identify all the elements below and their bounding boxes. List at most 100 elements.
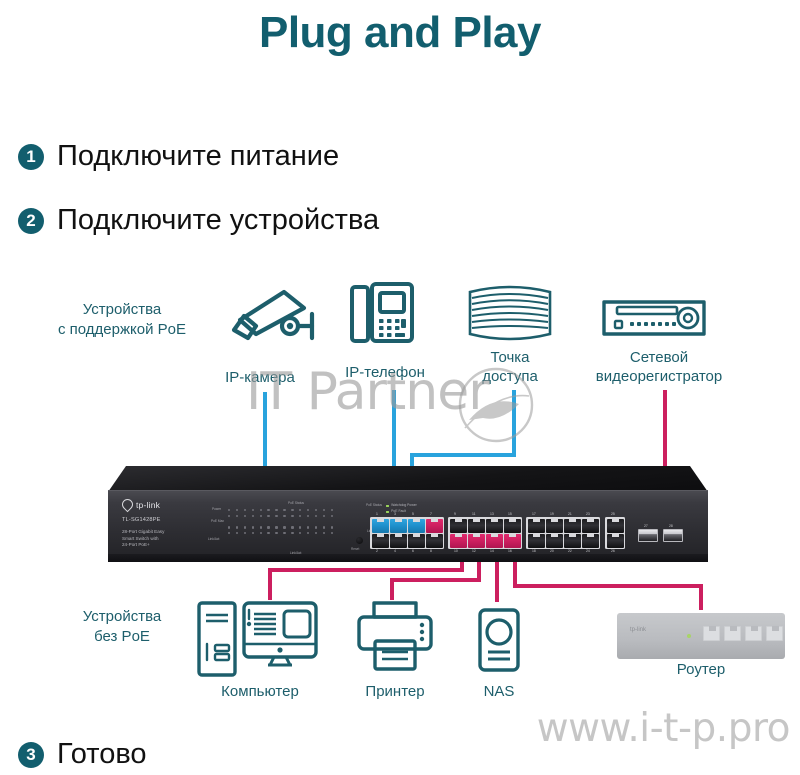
led-row: [228, 514, 363, 518]
led-group-label-links: Link/Act: [290, 551, 302, 555]
port-2[interactable]: [371, 533, 389, 548]
switch-description: 28-Port Gigabit Easy Smart Switch with 2…: [122, 529, 192, 549]
port-14[interactable]: [485, 533, 503, 548]
label-ip-phone: IP-телефон: [345, 364, 425, 381]
port-5[interactable]: [407, 518, 425, 533]
port-number: 17: [532, 512, 536, 516]
step-1: 1 Подключите питание: [18, 140, 339, 173]
port-pair-25-26: [606, 518, 624, 548]
sfp-port-27[interactable]: [638, 529, 658, 542]
router-port-2[interactable]: [724, 626, 741, 641]
port-8[interactable]: [425, 533, 443, 548]
port-10[interactable]: [449, 533, 467, 548]
port-number: 12: [472, 549, 476, 553]
port-number: 8: [430, 549, 432, 553]
sfp-number: 27: [644, 524, 648, 528]
port-number: 16: [508, 549, 512, 553]
port-4[interactable]: [389, 533, 407, 548]
led-row: [228, 509, 363, 512]
router-status-led-icon: [687, 634, 691, 638]
step-1-badge: 1: [18, 143, 44, 170]
step-1-label: Подключите питание: [57, 140, 340, 172]
nonpoe-caption-line2: без PoE: [94, 628, 150, 646]
port-22[interactable]: [563, 533, 581, 548]
switch-led-matrix: [228, 509, 363, 538]
router-port-3[interactable]: [745, 626, 762, 641]
port-13[interactable]: [485, 518, 503, 533]
port-9[interactable]: [449, 518, 467, 533]
reset-button-label: Reset: [351, 547, 360, 551]
port-number: 5: [412, 512, 414, 516]
label-printer: Принтер: [365, 683, 425, 700]
nas-icon: [478, 608, 520, 672]
poe-caption-line1: Устройства: [82, 301, 162, 318]
port-number: 9: [454, 512, 456, 516]
port-number: 19: [550, 512, 554, 516]
led-row: [228, 526, 363, 529]
step-3: 3 Готово: [18, 738, 147, 771]
step-3-label: Готово: [57, 738, 147, 770]
port-1[interactable]: [371, 518, 389, 533]
tp-link-logo-icon: [119, 496, 136, 513]
port-pair-5-6: [407, 518, 425, 548]
poe-caption-line2: с поддержкой PoE: [58, 321, 186, 339]
poe-devices-caption: Устройства с поддержкой PoE: [42, 300, 202, 341]
router-icon: tp-link: [617, 613, 785, 659]
port-17[interactable]: [527, 518, 545, 533]
port-number: 13: [490, 512, 494, 516]
port-26[interactable]: [606, 533, 624, 548]
port-12[interactable]: [467, 533, 485, 548]
sfp-port-28[interactable]: [663, 529, 683, 542]
port-pair-1-2: [371, 518, 389, 548]
port-20[interactable]: [545, 533, 563, 548]
reset-button[interactable]: [356, 537, 363, 544]
led-row: [228, 531, 363, 535]
port-15[interactable]: [503, 518, 521, 533]
watermark-url: www.i-t-p.pro: [536, 706, 791, 751]
port-pair-9-10: [449, 518, 467, 548]
router-port-4[interactable]: [766, 626, 783, 641]
port-23[interactable]: [581, 518, 599, 533]
port-11[interactable]: [467, 518, 485, 533]
port-group-25-26: [605, 517, 625, 549]
label-nvr-line1: Сетевой: [629, 349, 689, 366]
port-3[interactable]: [389, 518, 407, 533]
router-port-1[interactable]: [703, 626, 720, 641]
port-19[interactable]: [545, 518, 563, 533]
watermark-logo-icon: [458, 367, 534, 443]
step-2-label: Подключите устройства: [57, 204, 380, 236]
port-18[interactable]: [527, 533, 545, 548]
step-2-badge: 2: [18, 207, 44, 234]
ip-camera-icon: [231, 289, 315, 341]
port-number: 15: [508, 512, 512, 516]
router-port-group: [703, 626, 783, 641]
port-24[interactable]: [581, 533, 599, 548]
step-2: 2 Подключите устройства: [18, 204, 379, 237]
led-row-label-power: Power: [212, 507, 222, 511]
legend-text: Watchdog Power: [391, 503, 417, 507]
led-group-label-poe-status: PoE Status: [288, 501, 304, 505]
led-row-label-link-act: Link/Act: [208, 537, 220, 541]
port-number: 7: [430, 512, 432, 516]
port-16[interactable]: [503, 533, 521, 548]
legend-text: PoE Fault: [391, 508, 406, 513]
port-pair-17-18: [527, 518, 545, 548]
ip-phone-icon: [350, 282, 414, 343]
page-title: Plug and Play: [258, 8, 542, 57]
switch-front-panel: tp-link TL-SG1428PE 28-Port Gigabit Easy…: [108, 490, 708, 556]
port-pair-3-4: [389, 518, 407, 548]
port-pair-13-14: [485, 518, 503, 548]
router-brand-text: tp-link: [630, 627, 647, 633]
port-number: 22: [568, 549, 572, 553]
port-7[interactable]: [425, 518, 443, 533]
port-number: 21: [568, 512, 572, 516]
port-21[interactable]: [563, 518, 581, 533]
port-number: 2: [376, 549, 378, 553]
port-group-1-8: [370, 517, 444, 549]
port-6[interactable]: [407, 533, 425, 548]
port-25[interactable]: [606, 518, 624, 533]
label-access-point-line1: Точка: [490, 349, 530, 366]
legend-item: PoE Fault: [386, 509, 417, 515]
nonpoe-devices-caption: Устройства без PoE: [52, 607, 192, 648]
port-pair-23-24: [581, 518, 599, 548]
